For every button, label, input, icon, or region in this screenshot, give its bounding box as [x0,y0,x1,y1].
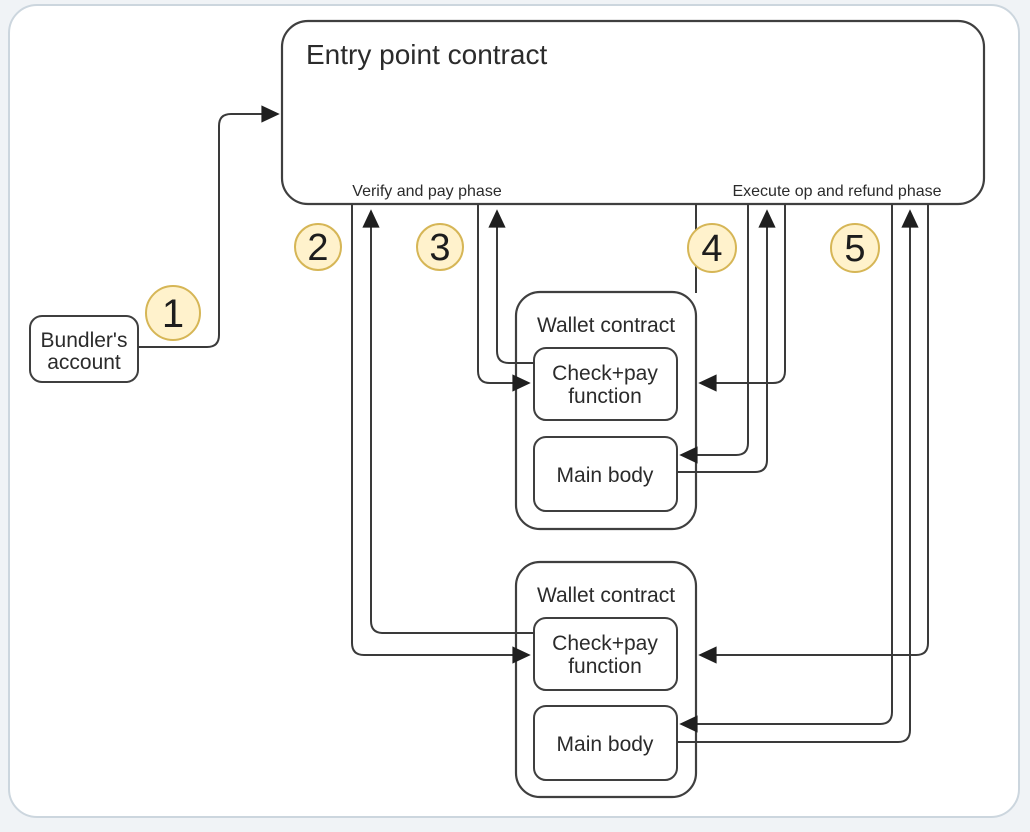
step-badge-3-number: 3 [429,227,450,269]
step-badge-3: 3 [416,223,464,271]
diagram-frame [8,4,1020,818]
step-badge-4: 4 [687,223,737,273]
wallet-bottom-mainbody-label: Main body [557,733,654,756]
wallet-top-mainbody-label: Main body [557,464,654,487]
wallet-bottom-checkpay-line2: function [568,655,642,678]
edge-entrypoint-to-wallet-top-refund [698,204,786,392]
edge-entrypoint-to-wallet-bottom-checkpay-call [351,204,531,664]
wallet-bottom-checkpay-line1: Check+pay [552,632,658,655]
edge-entrypoint-to-wallet-top-mainbody-call [679,204,749,464]
entry-point-contract-box [280,19,986,206]
step-badge-5: 5 [830,223,880,273]
wallet-contract-bottom-title: Wallet contract [537,584,675,607]
step-badge-4-circle [687,223,737,273]
execute-phase-label: Execute op and refund phase [732,183,941,200]
step-badge-5-circle [830,223,880,273]
bundler-account-label-line1: Bundler's [41,329,128,352]
wallet-contract-top-title: Wallet contract [537,314,675,337]
edge-wallet-top-checkpay-return [488,209,534,364]
step-badge-2: 2 [294,223,342,271]
edge-entrypoint-to-wallet-bottom-mainbody-call [679,204,893,733]
step-badge-2-circle [294,223,342,271]
edge-entrypoint-to-wallet-top-checkpay-call [477,204,531,392]
step-badge-2-number: 2 [307,227,328,269]
step-badge-4-number: 4 [701,228,722,270]
edge-wallet-bottom-mainbody-return [677,209,919,743]
wallet-bottom-checkpay-box [533,617,678,691]
step-badge-1-number: 1 [162,292,184,336]
bundler-account-box [29,315,139,383]
entry-point-title: Entry point contract [306,39,547,70]
wallet-top-checkpay-box [533,347,678,421]
step-badge-5-number: 5 [844,228,865,270]
edge-wallet-bottom-checkpay-return [362,209,534,634]
wallet-top-checkpay-line1: Check+pay [552,362,658,385]
step-badge-1-circle [145,285,201,341]
edge-wallet-top-mainbody-return [677,209,776,473]
wallet-top-mainbody-box [533,436,678,512]
verify-phase-label: Verify and pay phase [352,183,502,200]
edge-bundler-to-entrypoint [138,105,280,348]
edge-entrypoint-to-wallet-bottom-refund [698,204,929,664]
wallet-top-checkpay-line2: function [568,385,642,408]
step-badge-1: 1 [145,285,201,341]
bundler-account-label-line2: account [47,351,121,374]
step-badge-3-circle [416,223,464,271]
